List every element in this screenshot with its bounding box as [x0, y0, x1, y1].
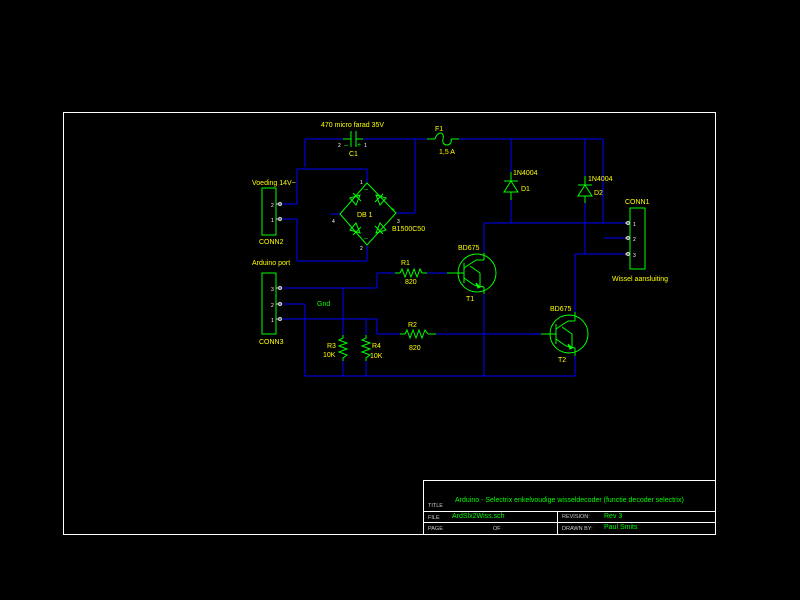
r2-ref: R2: [408, 322, 417, 329]
resistor-r2: R2 820: [400, 322, 436, 352]
r2-value: 820: [409, 345, 421, 352]
c1-value: 470 micro farad 35V: [321, 122, 384, 129]
r4-ref: R4: [372, 343, 381, 350]
conn1-pin-2: 2: [633, 237, 636, 243]
db1-ac2: ~: [364, 236, 368, 243]
wires: [280, 138, 629, 377]
resistor-r1: R1 820: [395, 260, 427, 286]
t2-ref: T2: [558, 357, 566, 364]
t2-value: BD675: [550, 306, 572, 313]
c1-pin-left: 2: [338, 143, 341, 149]
d2-value: 1N4004: [588, 176, 613, 183]
title-block: TITLE Arduino - Selectrix enkelvoudige w…: [423, 480, 716, 535]
f1-value: 1,5 A: [439, 149, 455, 156]
f1-ref: F1: [435, 126, 443, 133]
fuse-f1: F1 1,5 A: [427, 126, 459, 156]
db1-ref: DB 1: [357, 212, 373, 219]
conn2-label: Voeding 14V~: [252, 180, 296, 187]
d1-ref: D1: [521, 186, 530, 193]
transistor-t1: BD675 T1: [447, 245, 497, 303]
conn3-pin-1: 1: [271, 318, 274, 324]
r1-value: 820: [405, 279, 417, 286]
c1-ref: C1: [349, 151, 358, 158]
connector-conn3: Arduino port CONN3 3 2 1 Gnd: [252, 260, 330, 346]
conn3-label: Arduino port: [252, 260, 290, 267]
conn2-ref: CONN2: [259, 239, 284, 246]
drawn-by-value: Paul Smits: [604, 524, 638, 531]
connector-conn2: Voeding 14V~ CONN2 2 1: [252, 180, 296, 246]
drawn-by-key: DRAWN BY:: [562, 526, 593, 532]
conn2-pin-1: 1: [271, 218, 274, 224]
revision-key: REVISION:: [562, 514, 590, 520]
capacitor-c1: 470 micro farad 35V C1 2 1 – +: [321, 122, 384, 158]
db1-pin-4: 4: [332, 219, 335, 225]
bridge-rectifier-db1: DB 1 B1500C50 1 2 3 4 + ~ ~: [332, 180, 425, 252]
r3-ref: R3: [327, 343, 336, 350]
db1-pos: +: [391, 207, 395, 214]
conn3-pin-3: 3: [271, 287, 274, 293]
db1-pin-2: 2: [360, 246, 363, 252]
sheet-border: [63, 112, 716, 535]
d2-ref: D2: [594, 190, 603, 197]
db1-pin-1: 1: [360, 180, 363, 186]
file-name: ArdSlx2Wiss.sch: [452, 513, 505, 520]
resistor-r3: R3 10K: [323, 335, 349, 361]
db1-value: B1500C50: [392, 226, 425, 233]
conn1-label: Wissel aansluiting: [612, 276, 668, 283]
conn1-pin-3: 3: [633, 253, 636, 259]
conn3-pin-2: 2: [271, 303, 274, 309]
c1-neg: –: [344, 142, 348, 149]
t1-value: BD675: [458, 245, 480, 252]
connector-conn1: CONN1 Wissel aansluiting 1 2 3: [612, 199, 668, 283]
d1-value: 1N4004: [513, 170, 538, 177]
db1-ac1: ~: [364, 187, 368, 194]
conn3-ref: CONN3: [259, 339, 284, 346]
r4-value: 10K: [370, 353, 383, 360]
diode-d1: 1N4004 D1: [503, 170, 538, 200]
of-key: OF: [493, 526, 501, 532]
revision-value: Rev 3: [604, 513, 622, 520]
c1-pin-right: 1: [364, 143, 367, 149]
c1-pos: +: [357, 142, 361, 149]
gnd-net-label: Gnd: [317, 301, 330, 308]
resistor-r4: R4 10K: [360, 335, 383, 361]
db1-pin-3: 3: [397, 219, 400, 225]
r3-value: 10K: [323, 352, 336, 359]
diode-d2: 1N4004 D2: [577, 176, 613, 203]
page-key: PAGE: [428, 526, 443, 532]
conn2-pin-2: 2: [271, 203, 274, 209]
conn1-ref: CONN1: [625, 199, 650, 206]
conn1-pin-1: 1: [633, 222, 636, 228]
title-text: Arduino - Selectrix enkelvoudige wisseld…: [455, 497, 684, 504]
t1-ref: T1: [466, 296, 474, 303]
transistor-t2: BD675 T2: [541, 306, 589, 364]
r1-ref: R1: [401, 260, 410, 267]
file-key: FILE: [428, 515, 440, 521]
title-key: TITLE: [428, 503, 443, 509]
